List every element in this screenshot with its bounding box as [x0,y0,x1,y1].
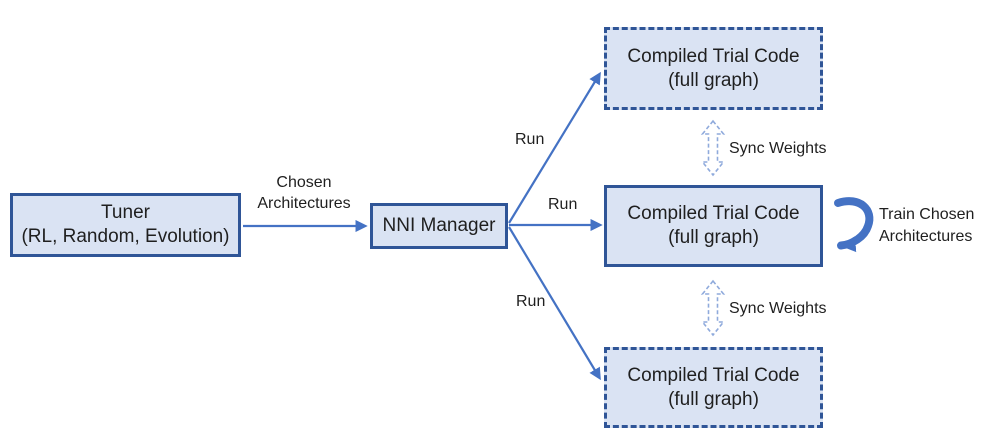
trial-bottom-label-line2: (full graph) [668,388,759,410]
run-bottom-label: Run [516,293,546,310]
trial-middle-label-line1: Compiled Trial Code [627,203,800,224]
nni-manager-label: NNI Manager [382,215,496,236]
tuner-label-line2: (RL, Random, Evolution) [21,226,230,247]
chosen-architectures-label: Chosen Architectures [246,172,362,214]
sync-weights-bottom-label: Sync Weights [729,300,827,317]
sync-weights-bottom-double-arrow-icon [700,279,726,337]
trial-top-label-line1: Compiled Trial Code [627,45,800,67]
trial-middle-node: Compiled Trial Code (full graph) [604,185,823,267]
train-loop-curved-arrow-icon [834,197,874,253]
nni-manager-node: NNI Manager [370,203,508,249]
tuner-node: Tuner (RL, Random, Evolution) [10,193,241,257]
trial-bottom-label-line1: Compiled Trial Code [627,364,800,386]
run-middle-label: Run [548,196,578,213]
chosen-architectures-line2: Architectures [257,195,351,212]
trial-top-node: Compiled Trial Code (full graph) [604,27,823,110]
sync-weights-top-label: Sync Weights [729,140,827,157]
arrow-nni-to-trial-top [508,71,601,224]
trial-middle-label-line2: (full graph) [668,227,759,248]
train-chosen-line2: Architectures [879,228,973,245]
train-chosen-line1: Train Chosen [879,206,975,223]
train-chosen-label: Train Chosen Architectures [879,204,974,248]
sync-weights-top-double-arrow-icon [700,119,726,177]
trial-top-label-line2: (full graph) [668,69,759,91]
arrow-nni-to-trial-bottom [508,226,601,381]
tuner-label-line1: Tuner [101,202,150,223]
trial-bottom-node: Compiled Trial Code (full graph) [604,347,823,428]
run-top-label: Run [515,131,545,148]
chosen-architectures-line1: Chosen [276,174,332,191]
